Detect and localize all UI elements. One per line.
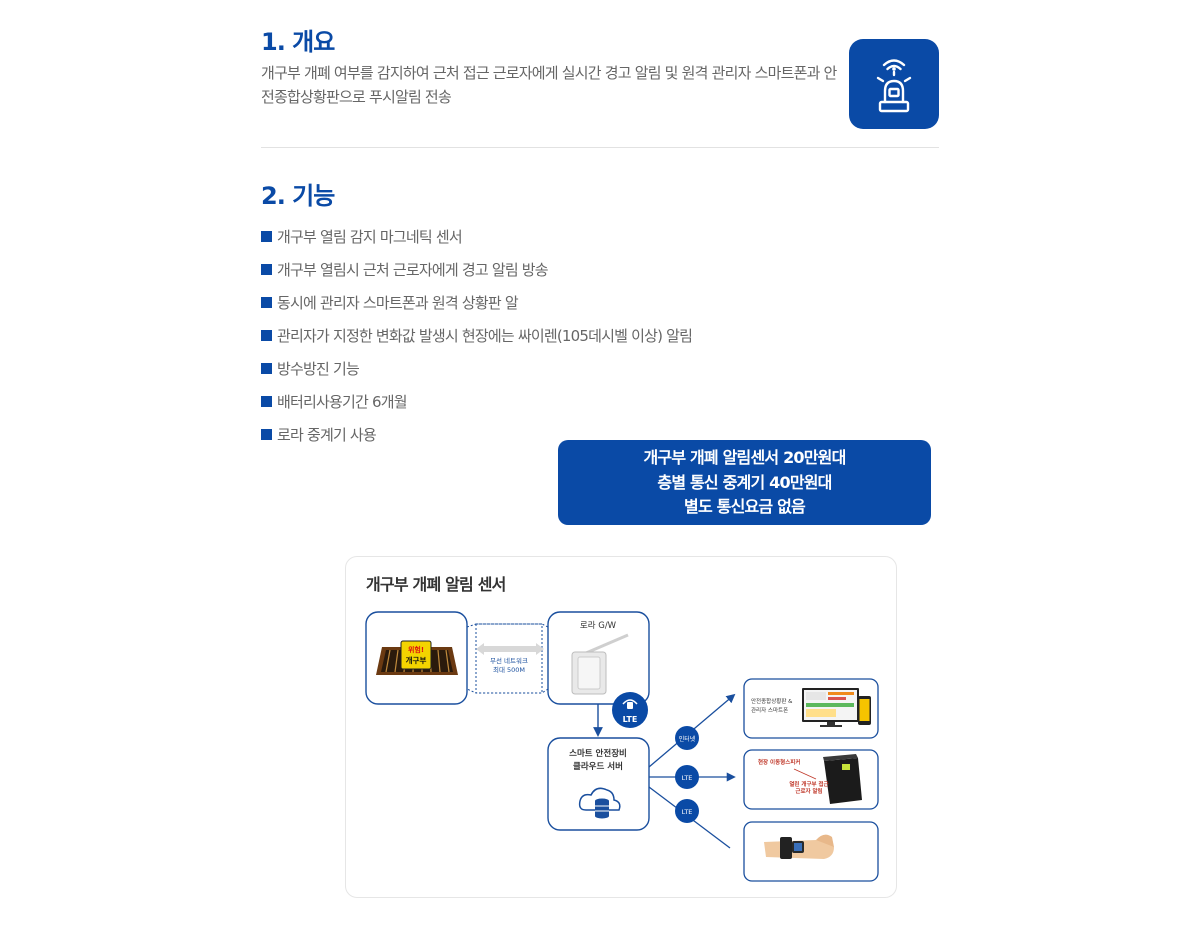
pricing-line: 별도 통신요금 없음	[684, 497, 806, 516]
features-heading: 2. 기능	[261, 182, 335, 210]
speaker-icon	[823, 754, 862, 804]
bullet-square-icon	[261, 330, 272, 341]
smartphone-icon	[858, 696, 871, 725]
list-item: 방수방진 기능	[261, 352, 692, 385]
gateway-device-icon	[571, 633, 629, 695]
pricing-box: 개구부 개폐 알림센서 20만원대 층별 통신 중계기 40만원대 별도 통신요…	[558, 440, 931, 525]
overview-heading: 1. 개요	[261, 28, 335, 56]
list-item: 동시에 관리자 스마트폰과 원격 상황판 알	[261, 286, 692, 319]
dashboard-destination: 안전종합상황판 & 관리자 스마트폰	[743, 678, 879, 739]
gateway-label: 로라 G/W	[580, 621, 617, 631]
bullet-square-icon	[261, 231, 272, 242]
wireless-line1: 무선 네트워크	[490, 656, 528, 665]
overview-text: 개구부 개폐 여부를 감지하여 근처 접근 근로자에게 실시간 경고 알림 및 …	[261, 64, 837, 106]
lora-gateway-node: 로라 G/W LTE	[547, 611, 650, 728]
hatch-sign-line1: 위험!	[408, 645, 424, 654]
bullet-square-icon	[261, 363, 272, 374]
cloud-server-node: 스마트 안전장비 클라우드 서버	[547, 737, 650, 831]
smartwatch-wrist-icon	[764, 834, 834, 859]
monitor-icon	[802, 688, 859, 727]
dest2-text1: 열린 개구부 접근	[789, 780, 828, 788]
dest2-text2: 근로자 알림	[795, 787, 822, 795]
wireless-link: 무선 네트워크 최대 500M	[466, 623, 549, 694]
list-item: 관리자가 지정한 변화값 발생시 현장에는 싸이렌(105데시벨 이상) 알림	[261, 319, 693, 352]
bidirectional-arrow-icon	[476, 643, 544, 655]
bullet-square-icon	[261, 264, 272, 275]
wireless-line2: 최대 500M	[493, 665, 525, 674]
server-line2: 클라우드 서버	[573, 761, 623, 772]
bullet-square-icon	[261, 297, 272, 308]
pricing-line: 개구부 개폐 알림센서 20만원대	[643, 448, 846, 467]
link-internet: 인터넷	[679, 735, 696, 743]
list-item: 배터리사용기간 6개월	[261, 385, 692, 418]
features-list: 개구부 열림 감지 마그네틱 센서 개구부 열림시 근처 근로자에게 경고 알림…	[261, 220, 693, 451]
speaker-destination: 현장 이동형스피커 열린 개구부 접근 근로자 알림	[743, 749, 879, 810]
alarm-siren-icon	[849, 39, 939, 129]
list-item: 로라 중계기 사용	[261, 418, 692, 451]
hatch-grate-icon: 위험! 개구부	[376, 640, 458, 675]
bullet-square-icon	[261, 429, 272, 440]
distribution-links: 인터넷 LTE LTE	[648, 693, 736, 849]
list-item: 개구부 열림시 근처 근로자에게 경고 알림 방송	[261, 253, 692, 286]
section-divider	[261, 147, 939, 148]
server-line1: 스마트 안전장비	[569, 748, 627, 759]
lte-badge: LTE	[612, 692, 648, 728]
link-lte-2: LTE	[682, 808, 693, 816]
smartwatch-destination	[743, 821, 879, 882]
hatch-sign-line2: 개구부	[406, 655, 427, 665]
list-item: 개구부 열림 감지 마그네틱 센서	[261, 220, 692, 253]
cloud-database-icon	[578, 787, 621, 819]
dest2-label: 현장 이동형스피커	[758, 758, 800, 766]
pricing-line: 층별 통신 중계기 40만원대	[657, 472, 832, 492]
hatch-sensor-node: 위험! 개구부	[365, 611, 468, 705]
diagram-title: 개구부 개폐 알림 센서	[366, 575, 506, 594]
lte-badge-text: LTE	[623, 715, 638, 724]
bullet-square-icon	[261, 396, 272, 407]
link-lte-1: LTE	[682, 774, 693, 782]
dest1-line2: 관리자 스마트폰	[751, 706, 788, 714]
dest1-line1: 안전종합상황판 &	[751, 697, 793, 705]
system-diagram: 개구부 개폐 알림 센서 위험! 개구부	[345, 556, 897, 898]
